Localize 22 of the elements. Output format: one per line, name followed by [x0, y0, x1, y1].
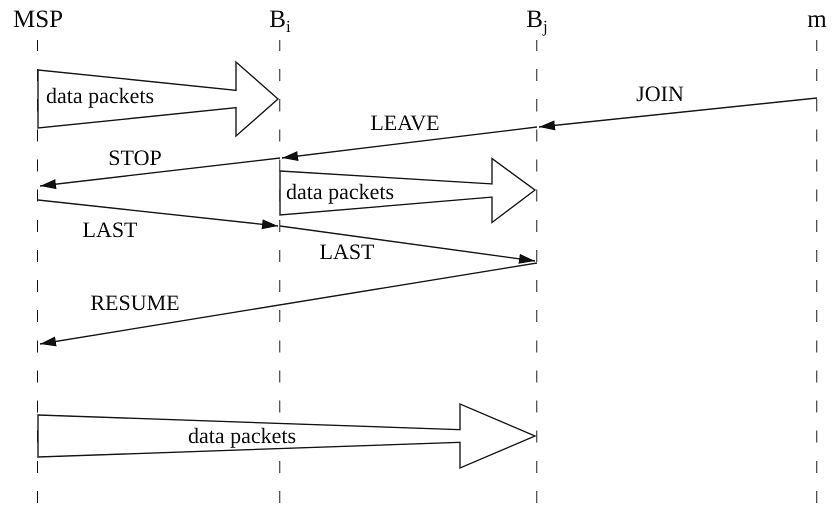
message-label: LAST: [82, 218, 138, 242]
message-label: LAST: [320, 240, 374, 264]
block-arrow: [37, 402, 537, 470]
participant-label: MSP: [12, 6, 64, 34]
message-label: data packets: [286, 180, 394, 204]
message-label: data packets: [46, 84, 154, 108]
block-arrow: [37, 60, 280, 138]
message-label: LEAVE: [370, 111, 440, 135]
arrow: [538, 97, 818, 130]
participant-label: B$_{j}$: [526, 6, 548, 34]
arrow: [282, 126, 538, 162]
message-label: STOP: [108, 146, 162, 170]
arrow: [40, 157, 280, 190]
participant-label: B$_{i}$: [269, 6, 291, 34]
arrow: [280, 225, 536, 264]
message-label: data packets: [188, 424, 296, 448]
message-label: RESUME: [90, 291, 180, 315]
participant-label: m: [807, 6, 827, 34]
arrow: [38, 199, 278, 230]
block-arrow: [279, 157, 536, 224]
arrow: [40, 262, 538, 346]
message-label: JOIN: [636, 82, 684, 106]
